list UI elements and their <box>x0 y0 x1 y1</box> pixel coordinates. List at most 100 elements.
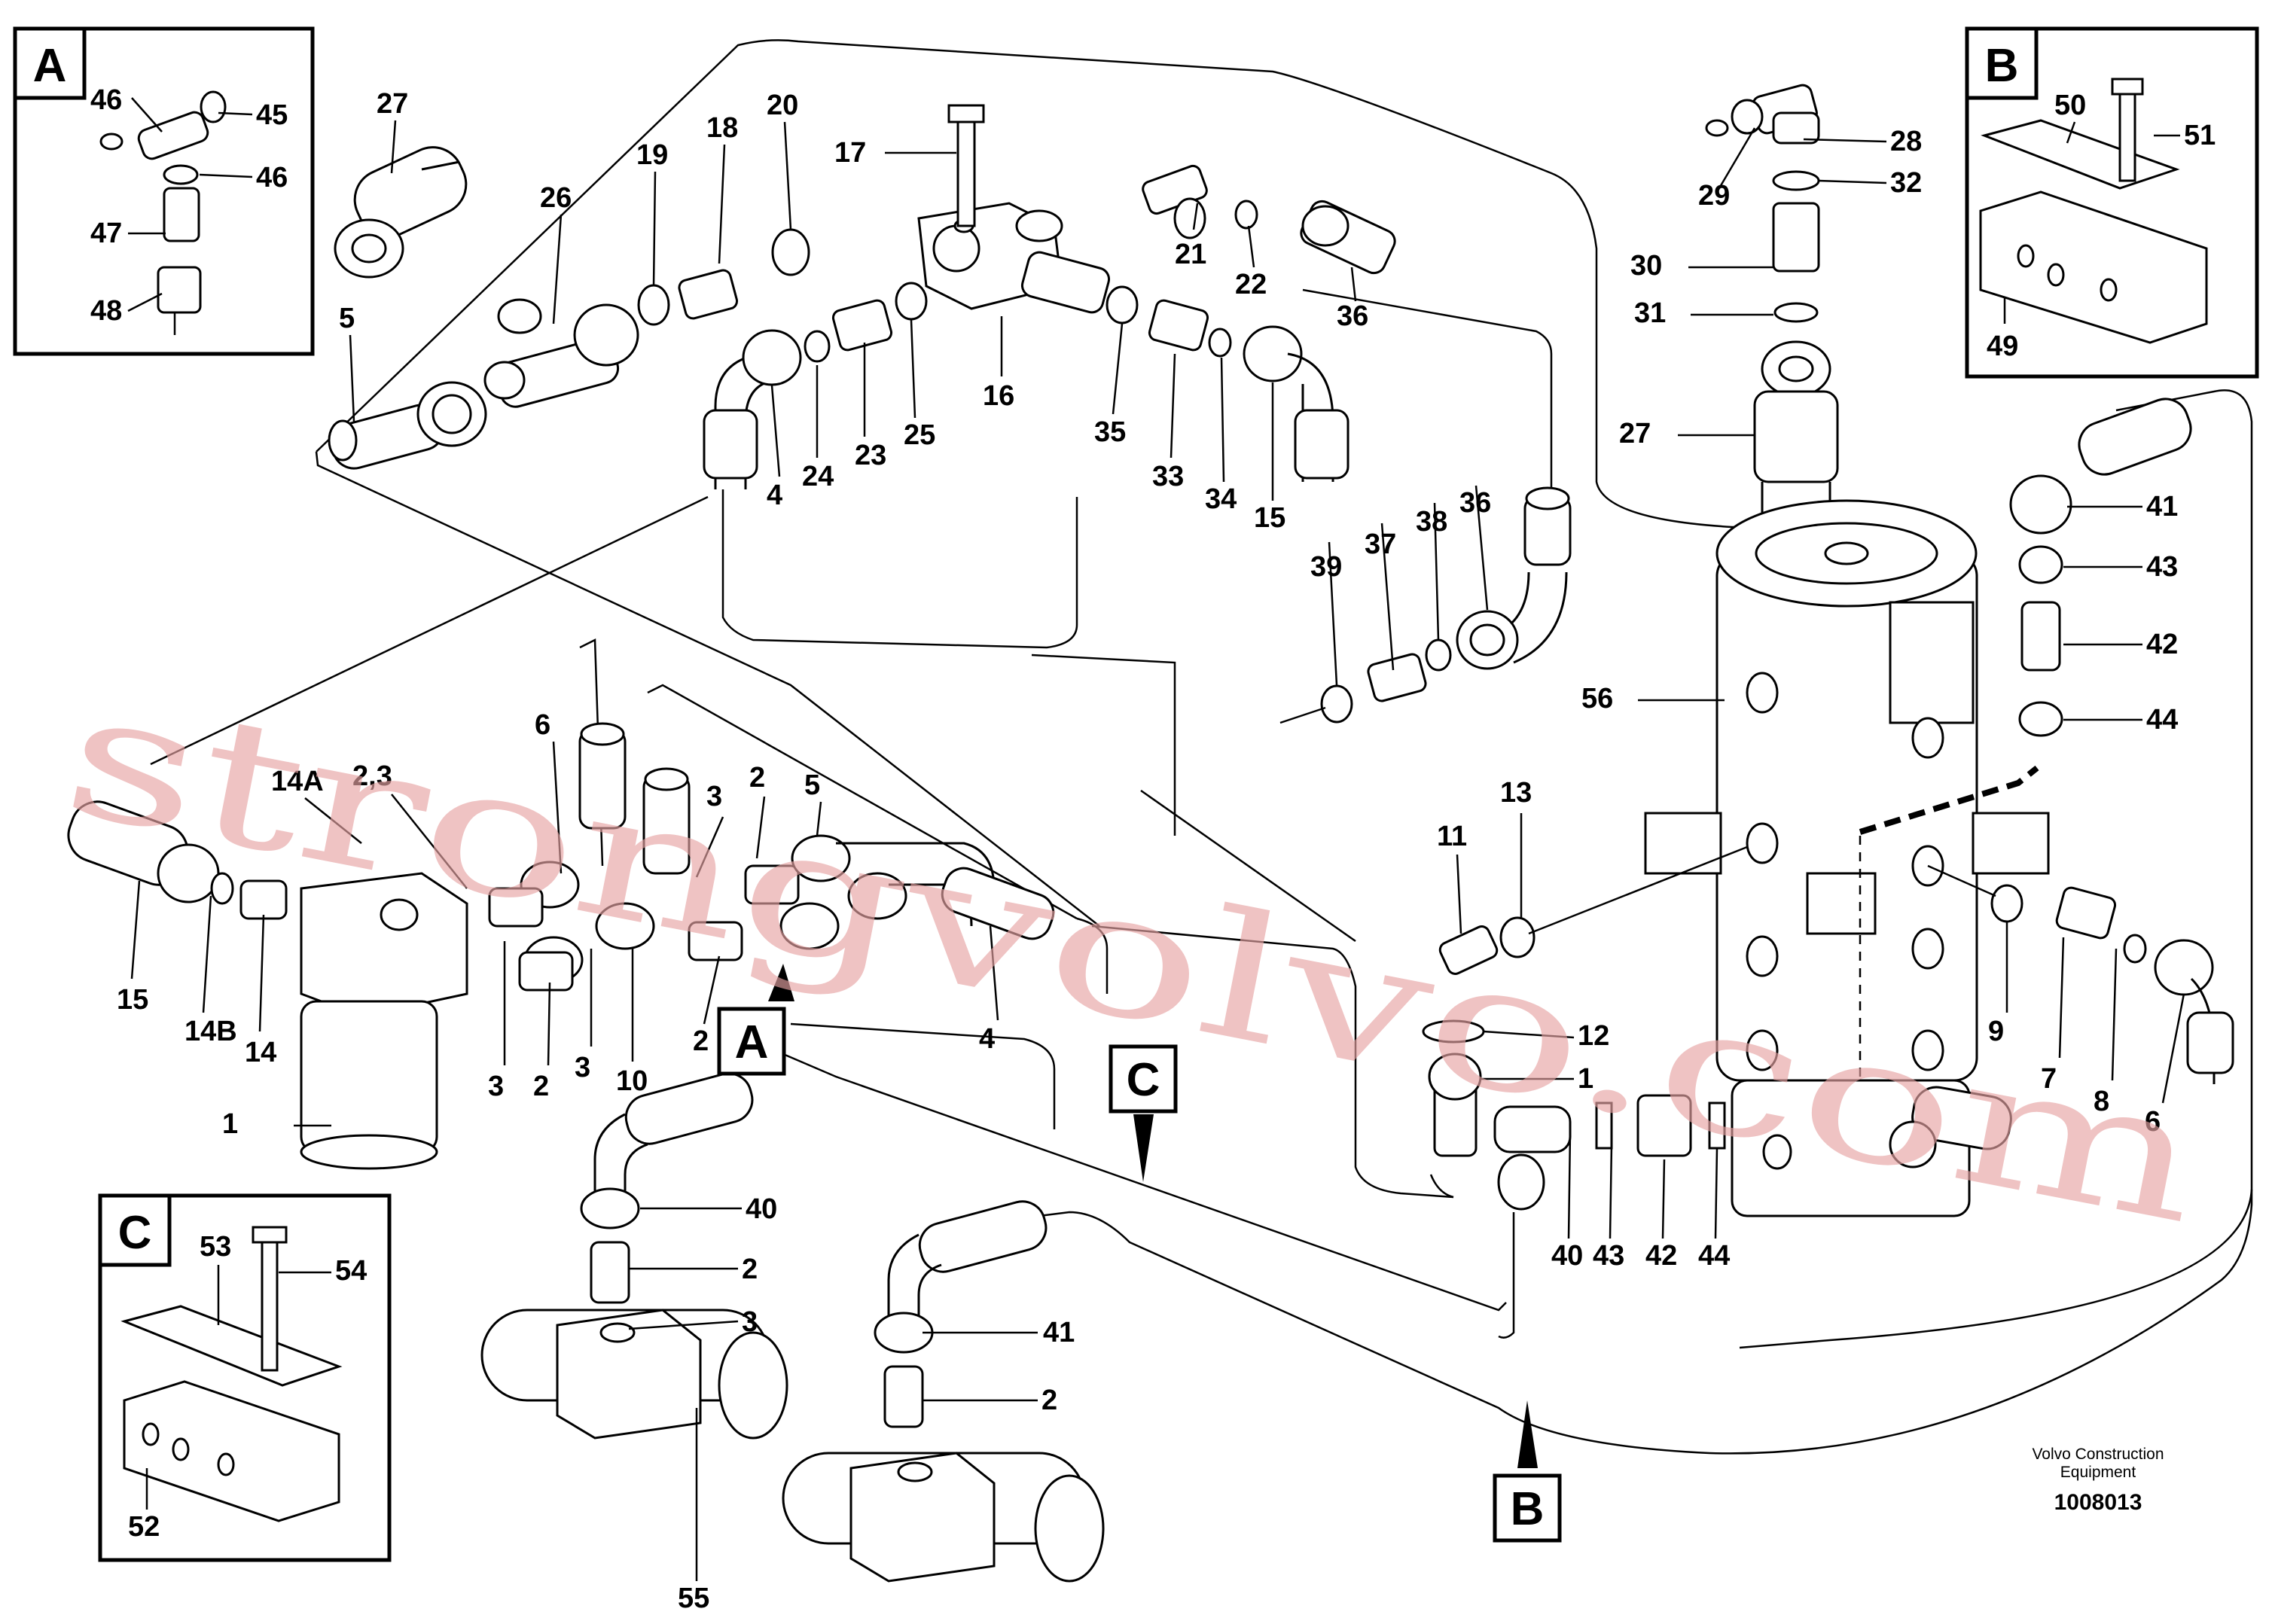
leader-line <box>1380 523 1395 671</box>
leader-line <box>552 214 563 324</box>
leader-lines <box>127 97 2185 1581</box>
callout-number: 14A <box>271 766 324 797</box>
leader-line <box>1609 1144 1613 1239</box>
leader-line <box>1170 353 1176 459</box>
callout-number: 10 <box>616 1065 648 1097</box>
leader-line <box>1715 127 1756 193</box>
callout-number: 19 <box>636 139 668 171</box>
callout-number: 31 <box>1634 297 1666 329</box>
leader-line <box>695 816 724 878</box>
callout-number: 1 <box>222 1108 238 1140</box>
callout-number: 29 <box>1698 180 1730 212</box>
filter-assembly <box>67 722 1055 1170</box>
callout-number: 41 <box>2146 491 2178 523</box>
leader-line <box>1433 502 1440 641</box>
inset-box-b: B <box>1965 26 2259 379</box>
callout-number: 24 <box>802 461 834 492</box>
callout-number: 34 <box>1205 483 1237 515</box>
callout-number: 7 <box>2041 1063 2057 1095</box>
svg-text:C: C <box>1127 1054 1160 1106</box>
top-hose-assembly <box>328 104 1396 489</box>
hose-assembly-36 <box>1279 486 1572 724</box>
callout-number: 36 <box>1459 487 1491 519</box>
connection-lines <box>150 39 2253 1455</box>
callout-number: 54 <box>335 1255 367 1287</box>
callout-number: 3 <box>706 781 722 812</box>
company-line-1: Volvo Construction <box>2032 1446 2164 1463</box>
callout-number: 11 <box>1437 821 1467 852</box>
marker-b: B <box>1493 1400 1562 1543</box>
leader-line <box>1220 357 1225 483</box>
leader-line <box>127 292 163 312</box>
leader-line <box>2066 121 2076 144</box>
inset-box-a: A <box>13 26 315 356</box>
footer: Volvo Construction Equipment 1008013 <box>2032 1446 2164 1515</box>
callout-number: 4 <box>767 480 782 511</box>
leader-line <box>628 1320 739 1330</box>
callout-number: 53 <box>200 1231 231 1263</box>
swivel-ports <box>1746 672 1944 1170</box>
callout-number: 49 <box>1987 331 2018 362</box>
callout-number: 5 <box>339 303 355 334</box>
callout-number: 55 <box>678 1583 709 1614</box>
leader-line <box>910 319 916 419</box>
callout-number: 16 <box>983 380 1014 412</box>
callout-number: 47 <box>90 218 122 249</box>
callout-number: 46 <box>90 84 122 116</box>
leader-line <box>1567 1132 1572 1239</box>
callout-number: 40 <box>1551 1240 1583 1272</box>
svg-text:B: B <box>1511 1483 1545 1535</box>
callout-number: 3 <box>742 1306 758 1338</box>
leader-line <box>1192 203 1199 230</box>
company-line-2: Equipment <box>2060 1464 2136 1481</box>
callout-number: 43 <box>1593 1240 1624 1272</box>
marker-c: C <box>1109 1044 1178 1182</box>
leader-line <box>258 914 265 1032</box>
leader-line <box>547 982 551 1066</box>
callout-number: 6 <box>535 709 550 741</box>
svg-text:A: A <box>735 1016 769 1068</box>
callout-number: 51 <box>2184 120 2216 151</box>
callout-number: 27 <box>377 88 408 120</box>
callout-number: 13 <box>1500 777 1532 809</box>
leader-line <box>2111 948 2118 1081</box>
callout-number: 22 <box>1235 269 1267 300</box>
leader-line <box>202 895 212 1013</box>
leader-line <box>390 120 397 174</box>
callout-number: 2 <box>742 1254 758 1285</box>
callout-number: 14 <box>245 1037 276 1068</box>
leader-line <box>755 796 766 859</box>
callout-number: 2 <box>1041 1385 1057 1416</box>
leader-line <box>1350 267 1357 302</box>
callout-number: 36 <box>1337 300 1368 332</box>
leader-line <box>703 955 721 1025</box>
leader-line <box>218 111 253 116</box>
callout-number: 8 <box>2094 1086 2109 1117</box>
leader-line <box>1714 1147 1718 1239</box>
leader-line <box>130 880 141 980</box>
leader-line <box>652 171 657 287</box>
callout-number: 14B <box>185 1016 237 1047</box>
callout-number: 30 <box>1630 250 1662 282</box>
right-top-fittings <box>1705 84 1839 527</box>
callout-number: 2,3 <box>352 760 392 792</box>
callout-numbers: 46 45 46 47 48 27 26 19 18 20 17 21 22 3… <box>90 84 2216 1614</box>
leader-line <box>2058 937 2065 1059</box>
leader-line <box>1475 485 1489 611</box>
callout-number: 38 <box>1416 506 1447 538</box>
callout-number: 25 <box>904 419 935 451</box>
callout-number: 44 <box>2146 704 2178 736</box>
leader-line <box>2161 993 2185 1104</box>
callout-number: 21 <box>1175 239 1206 270</box>
leader-line <box>1328 541 1338 686</box>
callout-number: 44 <box>1698 1240 1730 1272</box>
drawing-number: 1008013 <box>2054 1490 2142 1515</box>
leader-line <box>989 925 999 1021</box>
callout-number: 42 <box>2146 629 2178 660</box>
callout-number: 2 <box>749 762 765 794</box>
inset-c-label: C <box>118 1207 152 1259</box>
callout-number: 45 <box>256 99 288 131</box>
callout-number: 42 <box>1645 1240 1677 1272</box>
center-fittings <box>1422 846 1748 1211</box>
